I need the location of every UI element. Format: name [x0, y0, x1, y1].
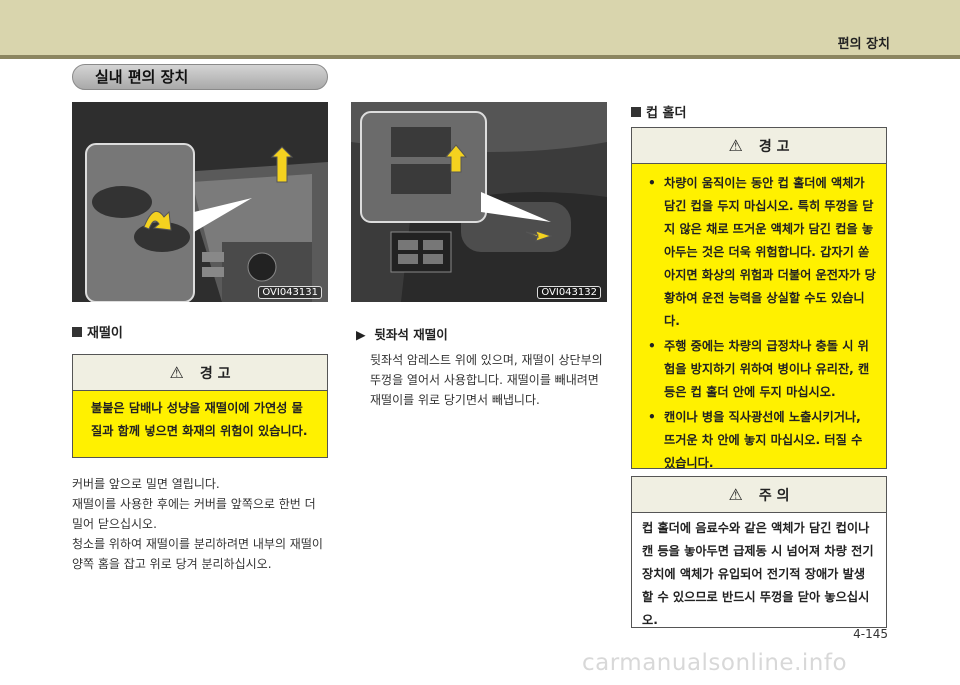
paragraph: 커버를 앞으로 밀면 열립니다. — [72, 477, 220, 491]
watermark: carmanualsonline.info — [582, 650, 848, 676]
console-illustration — [72, 102, 328, 302]
rear-ashtray-photo: OVI043132 — [351, 102, 607, 302]
cup-holder-heading: 컵 홀더 — [631, 102, 686, 121]
warning-triangle-icon: ⚠ — [728, 485, 743, 504]
warning-item: 주행 중에는 차량의 급정차나 충돌 시 위험을 방지하기 위하여 병이나 유리… — [648, 335, 876, 404]
square-bullet-icon — [72, 327, 82, 337]
header-bar — [0, 0, 960, 55]
warning-triangle-icon: ⚠ — [728, 136, 743, 155]
header-divider — [0, 55, 960, 59]
rear-ashtray-text: 뒷좌석 암레스트 위에 있으며, 재떨이 상단부의 뚜껑을 열어서 사용합니다.… — [370, 353, 603, 407]
section-title: 편의 장치 — [837, 37, 890, 52]
cup-holder-caution-box: ⚠주 의 컵 홀더에 음료수와 같은 액체가 담긴 컵이나 캔 등을 놓아두면 … — [631, 476, 887, 628]
paragraph: 청소를 위하여 재떨이를 분리하려면 내부의 재떨이 양쪽 홈을 잡고 위로 당… — [72, 537, 323, 571]
ashtray-heading: 재떨이 — [72, 322, 123, 341]
ashtray-warning-box: ⚠경 고 불붙은 담배나 성냥을 재떨이에 가연성 물질과 함께 넣으면 화재의… — [72, 354, 328, 458]
photo-code: OVI043131 — [258, 286, 322, 299]
warning-text: 불붙은 담배나 성냥을 재떨이에 가연성 물질과 함께 넣으면 화재의 위험이 … — [73, 391, 327, 457]
warning-item: 캔이나 병을 직사광선에 노출시키거나, 뜨거운 차 안에 놓지 마십시오. 터… — [648, 406, 876, 475]
page-number: 4-145 — [853, 627, 888, 641]
square-bullet-icon — [631, 107, 641, 117]
ashtray-instructions: 커버를 앞으로 밀면 열립니다. 재떨이를 사용한 후에는 커버를 앞쪽으로 한… — [72, 474, 328, 574]
paragraph: 재떨이를 사용한 후에는 커버를 앞쪽으로 한번 더 밀어 닫으십시오. — [72, 497, 316, 531]
warning-header: ⚠경 고 — [73, 355, 327, 391]
ashtray-photo: OVI043131 — [72, 102, 328, 302]
rear-ashtray-heading: ▶ 뒷좌석 재떨이 — [356, 327, 448, 342]
page-pill-title: 실내 편의 장치 — [72, 64, 328, 90]
warning-header: ⚠경 고 — [632, 128, 886, 164]
caution-text: 컵 홀더에 음료수와 같은 액체가 담긴 컵이나 캔 등을 놓아두면 급제동 시… — [632, 513, 886, 627]
warning-triangle-icon: ⚠ — [169, 363, 184, 382]
photo-code: OVI043132 — [537, 286, 601, 299]
play-triangle-icon: ▶ — [356, 327, 366, 342]
door-illustration — [351, 102, 607, 302]
cup-holder-warning-box: ⚠경 고 차량이 움직이는 동안 컵 홀더에 액체가 담긴 컵을 두지 마십시오… — [631, 127, 887, 470]
warning-item: 차량이 움직이는 동안 컵 홀더에 액체가 담긴 컵을 두지 마십시오. 특히 … — [648, 172, 876, 333]
caution-header: ⚠주 의 — [632, 477, 886, 513]
